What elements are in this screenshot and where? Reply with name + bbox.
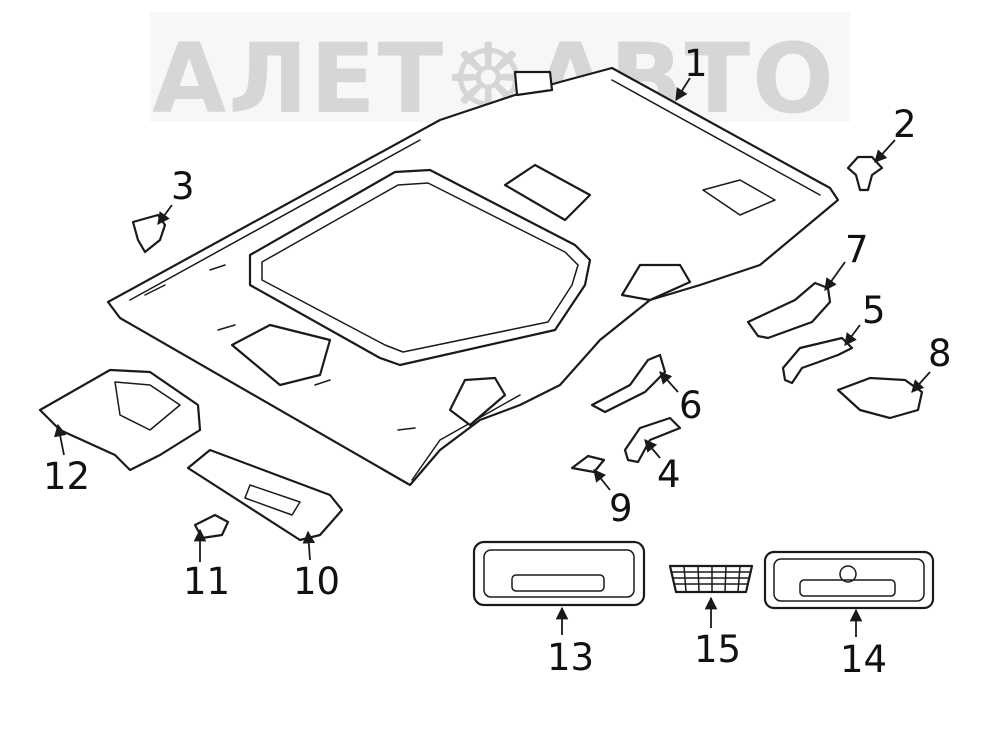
callout-labels: 1 2 3 4 5 6 7 8 9 10 11 12 13 14 15	[43, 42, 952, 681]
callout-13: 13	[547, 636, 594, 679]
callout-2: 2	[893, 103, 917, 146]
callout-9: 9	[609, 487, 633, 530]
callout-3: 3	[171, 165, 195, 208]
grab-handle-part-4	[623, 416, 682, 464]
callout-7: 7	[845, 228, 869, 271]
headliner-part-1	[106, 66, 840, 487]
sun-visor-part-10	[186, 448, 344, 542]
callout-5: 5	[862, 289, 886, 332]
leader-lines	[54, 77, 931, 637]
callout-6: 6	[679, 384, 703, 427]
callout-10: 10	[293, 560, 340, 603]
grille-part-15	[668, 564, 754, 594]
overhead-console-part-14	[763, 550, 935, 610]
clip-part-2	[846, 155, 884, 192]
clip-part-9	[570, 454, 606, 474]
overhead-console-part-13	[472, 540, 646, 607]
callout-11: 11	[183, 560, 230, 603]
callout-15: 15	[694, 628, 741, 671]
handle-bracket-part-7	[746, 281, 832, 340]
trim-cover-part-8	[836, 376, 924, 420]
callout-14: 14	[840, 638, 887, 681]
callout-12: 12	[43, 455, 90, 498]
handle-bracket-part-6	[590, 353, 667, 414]
watermark-logo: АЛЕТ☸АВТО	[150, 12, 850, 135]
callout-4: 4	[657, 453, 681, 496]
grab-handle-part-5	[781, 336, 854, 385]
callout-8: 8	[928, 332, 952, 375]
callout-1: 1	[684, 42, 708, 85]
console-trim-part-12	[38, 368, 202, 472]
